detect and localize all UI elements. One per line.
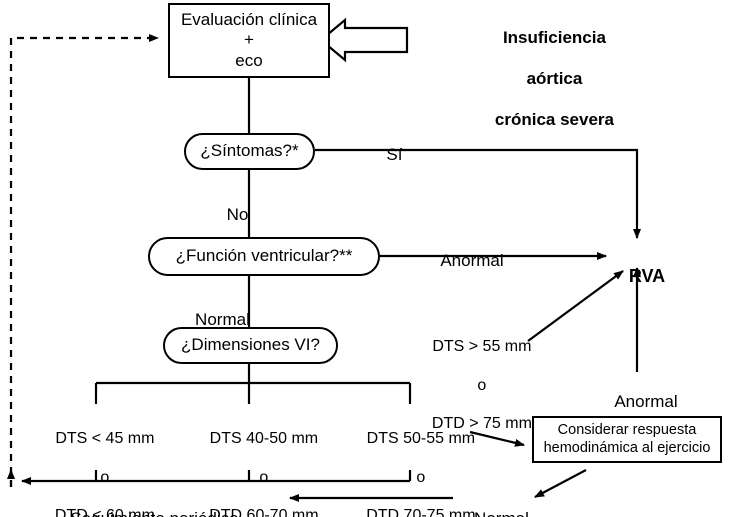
node-evaluation-line2: +: [244, 30, 254, 50]
edge-label-exercise-normal-text: Normal: [474, 509, 529, 517]
criteria-branch-middle-line2: o: [259, 468, 269, 486]
criteria-severe-line2: o: [477, 376, 487, 394]
node-evaluation-line3: eco: [235, 50, 263, 70]
callout-line2: aórtica: [526, 69, 583, 89]
node-lv-dimensions[interactable]: ¿Dimensiones VI?: [163, 327, 338, 364]
callout-line1: Insuficiencia: [502, 28, 606, 48]
edge-label-function-abnormal: Anormal: [422, 231, 503, 292]
edge-label-exercise-abnormal-text: Anormal: [614, 392, 678, 412]
edge-label-followup: Seguimiento periódico: [51, 489, 238, 517]
edge-label-exercise-normal: Normal: [455, 489, 529, 517]
node-symptoms-label: ¿Síntomas?*: [200, 141, 299, 161]
edge-label-function-normal-text: Normal: [195, 310, 250, 330]
edge-label-symptoms-no: No: [208, 185, 249, 246]
block-arrow-left-icon: [319, 17, 409, 63]
criteria-severe-line1: DTS > 55 mm: [432, 338, 532, 356]
node-avr-text: RVA: [628, 265, 666, 286]
edge-label-followup-text: Seguimiento periódico: [70, 509, 238, 517]
criteria-branch-right-line1: DTS 50-55 mm: [366, 430, 476, 448]
edge-label-function-normal: Normal: [176, 290, 250, 351]
edge-exercise-to-normal: [534, 469, 587, 498]
node-symptoms[interactable]: ¿Síntomas?*: [184, 133, 315, 170]
node-exercise-line2: hemodinámica al ejercicio: [543, 439, 711, 456]
node-evaluation[interactable]: Evaluación clínica + eco: [168, 3, 330, 78]
edge-label-symptoms-yes: Sí: [368, 125, 403, 186]
edge-label-exercise-abnormal: Anormal: [596, 372, 677, 433]
node-evaluation-line1: Evaluación clínica: [180, 10, 318, 30]
criteria-branch-middle-line1: DTS 40-50 mm: [209, 430, 319, 448]
criteria-branch-middle: DTS 40-50 mm o DTD 60-70 mm: [191, 410, 318, 517]
criteria-branch-left-line1: DTS < 45 mm: [55, 430, 155, 448]
node-exercise-line1: Considerar respuesta: [557, 422, 697, 439]
node-avr-label[interactable]: RVA: [609, 244, 665, 309]
edge-label-symptoms-no-text: No: [226, 205, 249, 225]
node-exercise-response[interactable]: Considerar respuesta hemodinámica al eje…: [532, 416, 722, 463]
node-ventricular-function-label: ¿Función ventricular?**: [175, 246, 353, 266]
criteria-branch-right-line3: DTD 70-75 mm: [366, 506, 476, 517]
callout-diagnosis: Insuficiencia aórtica crónica severa: [476, 8, 614, 151]
edge-label-symptoms-yes-text: Sí: [386, 145, 403, 165]
criteria-severe: DTS > 55 mm o DTD > 75 mm: [414, 318, 532, 452]
callout-line3: crónica severa: [494, 109, 614, 129]
node-evaluation-text: Evaluación clínica + eco: [181, 10, 317, 70]
node-exercise-response-text: Considerar respuesta hemodinámica al eje…: [544, 422, 711, 456]
edge-symptoms-yes-to-avr: [315, 148, 641, 239]
criteria-branch-middle-line3: DTD 60-70 mm: [209, 506, 319, 517]
node-ventricular-function[interactable]: ¿Función ventricular?**: [148, 237, 380, 276]
node-lv-dimensions-label: ¿Dimensiones VI?: [181, 335, 320, 355]
criteria-branch-left: DTS < 45 mm o DTD < 60 mm: [37, 410, 155, 517]
criteria-severe-line3: DTD > 75 mm: [431, 414, 532, 432]
criteria-branch-left-line3: DTD < 60 mm: [54, 506, 155, 517]
edge-label-function-abnormal-text: Anormal: [440, 251, 504, 271]
criteria-branch-left-line2: o: [100, 468, 110, 486]
criteria-branch-right-line2: o: [416, 468, 426, 486]
criteria-branch-right: DTS 50-55 mm o DTD 70-75 mm: [348, 410, 475, 517]
